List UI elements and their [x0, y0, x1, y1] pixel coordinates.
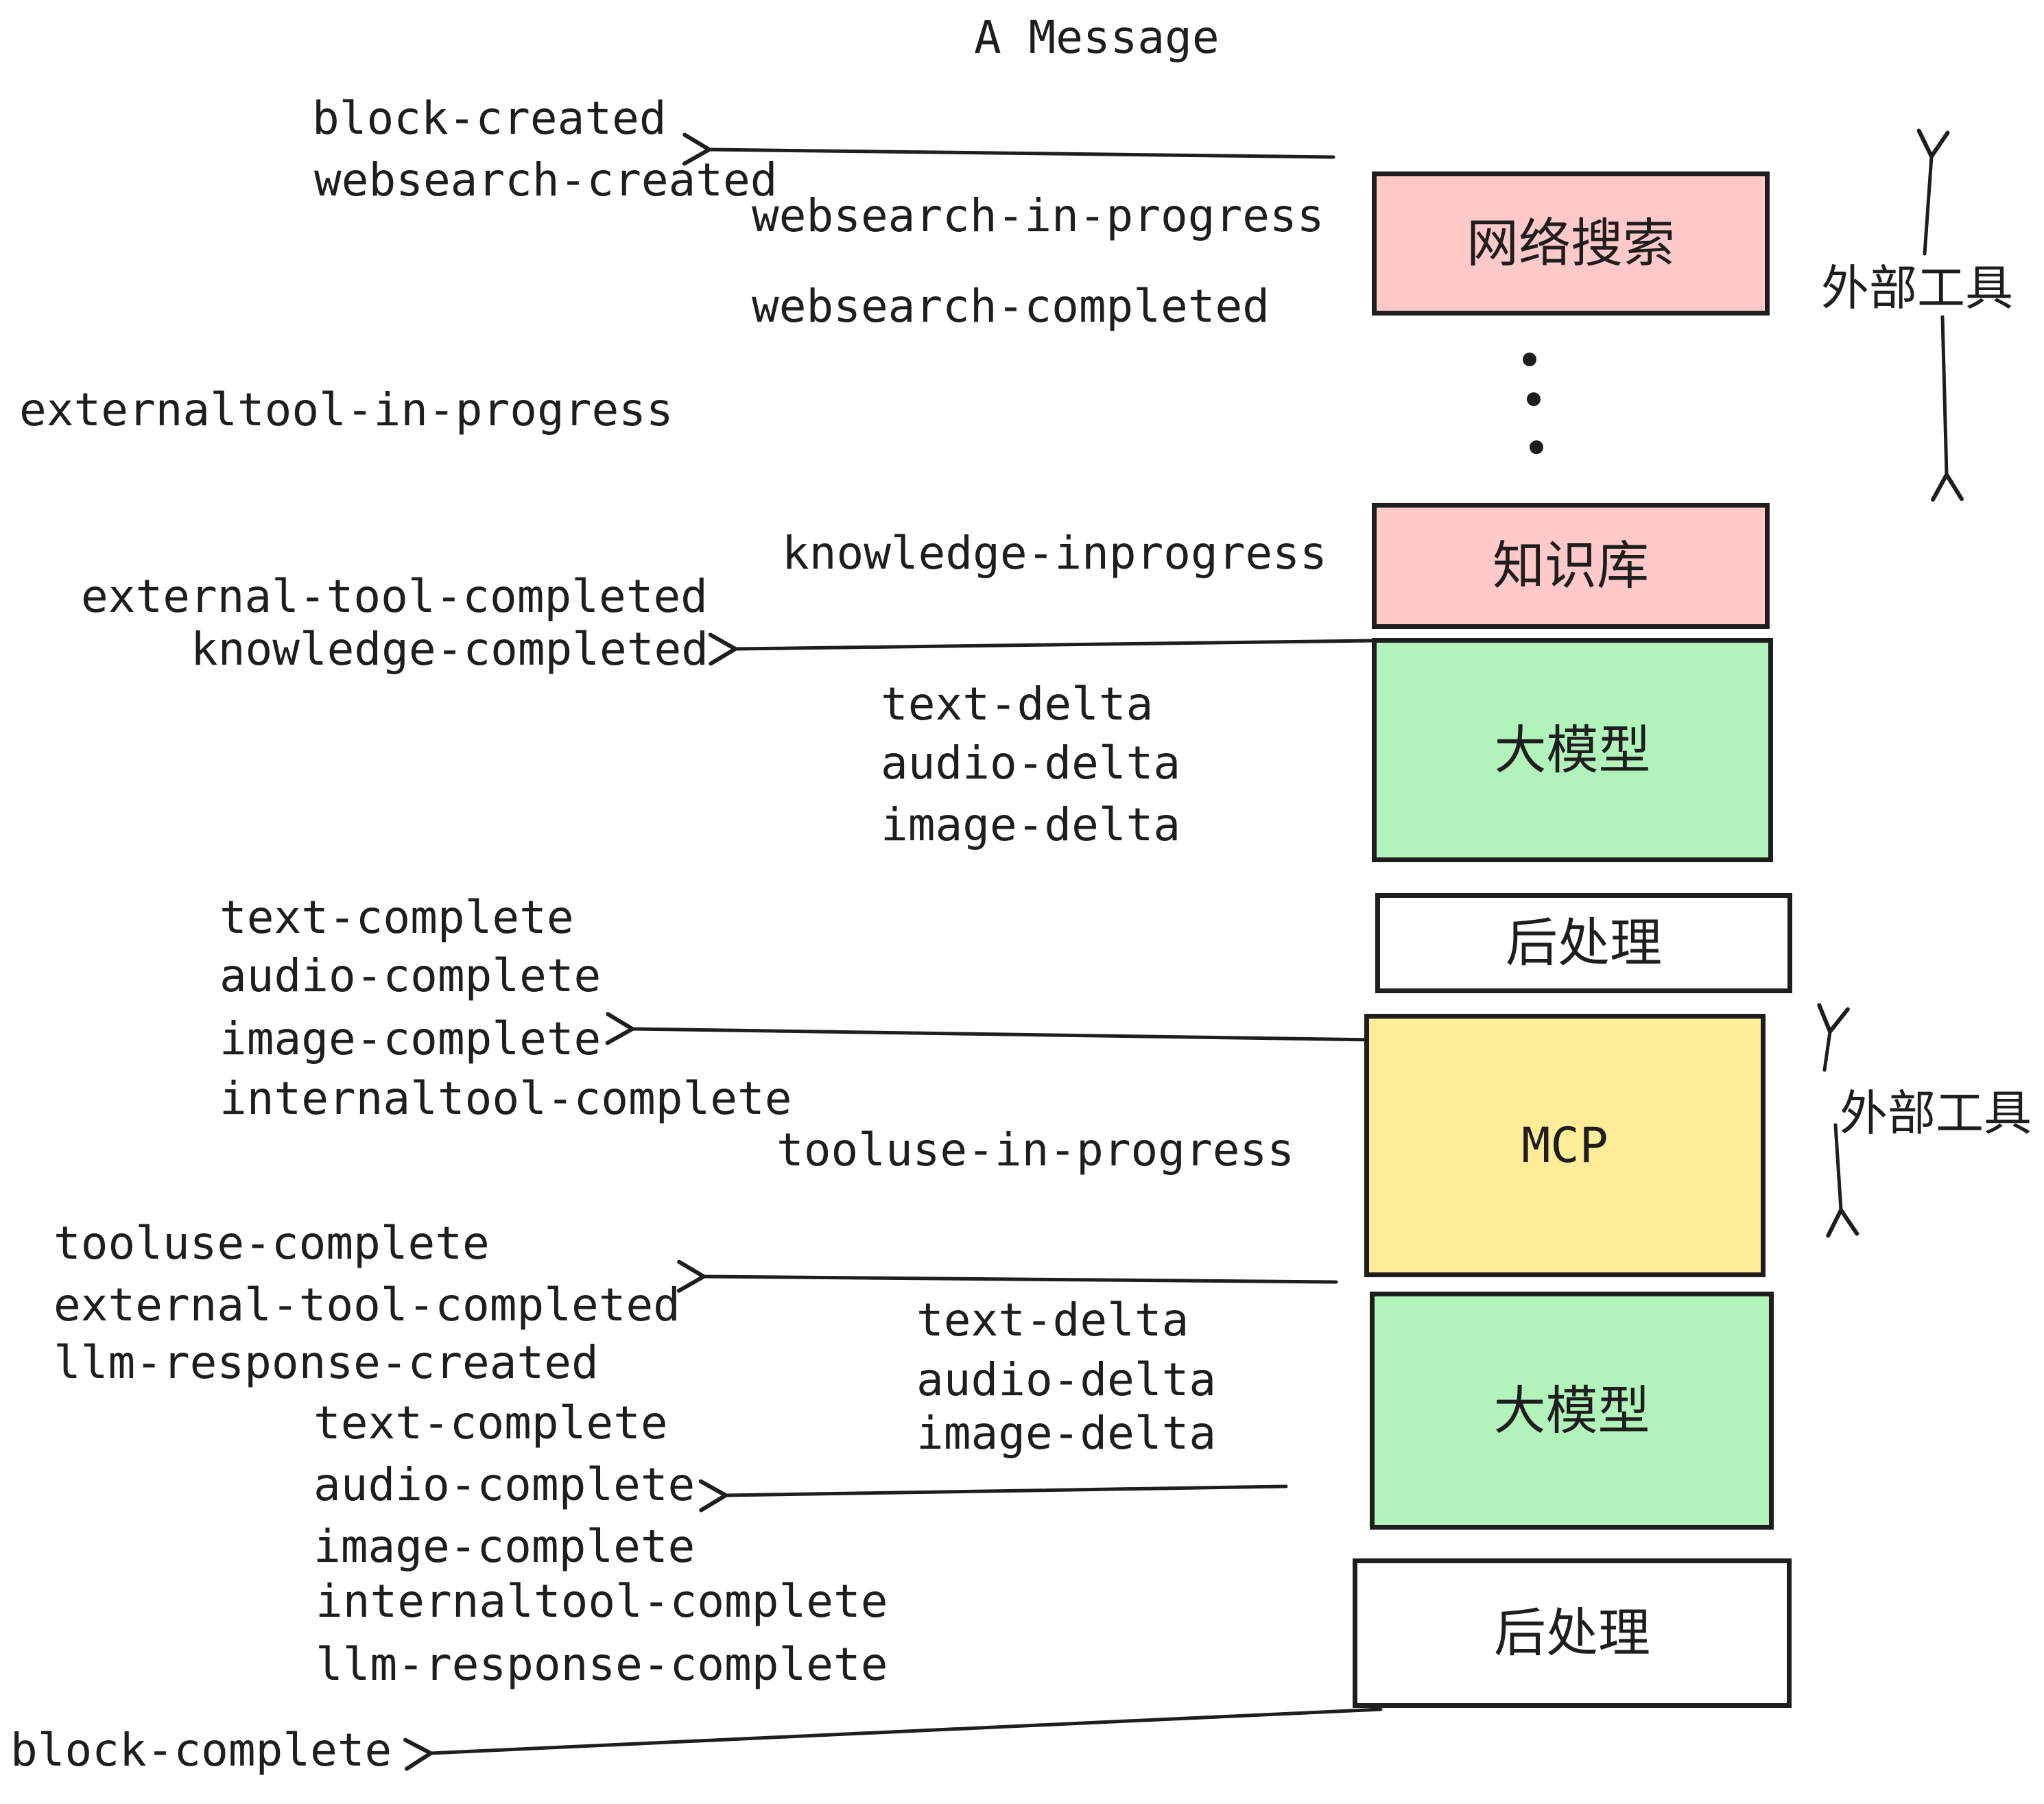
event-audio-complete-1: audio-complete: [219, 949, 602, 1002]
event-llm-response-created: llm-response-created: [54, 1336, 599, 1389]
event-image-delta-2: image-delta: [916, 1407, 1217, 1460]
event-internaltool-complete-1: internaltool-complete: [219, 1072, 792, 1125]
box-mcp-label: MCP: [1521, 1117, 1608, 1174]
box-mcp: MCP: [1364, 1014, 1766, 1277]
box-llm-2-label: 大模型: [1493, 1379, 1650, 1441]
box-websearch-label: 网络搜索: [1466, 213, 1675, 274]
box-postprocess-2: 后处理: [1353, 1558, 1792, 1708]
event-audio-delta-1: audio-delta: [881, 737, 1181, 790]
event-websearch-created: websearch-created: [314, 154, 778, 206]
box-postprocess-1-label: 后处理: [1506, 912, 1662, 973]
arrow-audio-complete: [698, 1479, 1288, 1512]
event-externaltool-in-progress: externaltool-in-progress: [19, 383, 674, 436]
event-block-created: block-created: [312, 92, 667, 145]
external-tools-label-1: 外部工具: [1821, 260, 2013, 316]
event-image-complete-2: image-complete: [313, 1520, 696, 1573]
event-knowledge-inprogress: knowledge-inprogress: [782, 527, 1327, 580]
box-postprocess-1: 后处理: [1375, 893, 1792, 993]
arrow-knowledge-completed: [708, 632, 1375, 666]
event-tooluse-complete: tooluse-complete: [54, 1217, 490, 1270]
event-audio-delta-2: audio-delta: [916, 1353, 1217, 1406]
event-external-tool-completed-1: external-tool-completed: [81, 570, 708, 623]
external-tools-label-2: 外部工具: [1840, 1085, 2032, 1141]
event-tooluse-in-progress: tooluse-in-progress: [776, 1124, 1294, 1176]
arrow-image-complete: [605, 1012, 1378, 1045]
box-llm-1-label: 大模型: [1494, 719, 1651, 781]
event-llm-response-complete: llm-response-complete: [316, 1638, 888, 1691]
box-postprocess-2-label: 后处理: [1494, 1602, 1650, 1663]
event-text-complete-1: text-complete: [219, 891, 574, 944]
event-audio-complete-2: audio-complete: [313, 1458, 696, 1511]
event-websearch-completed: websearch-completed: [752, 280, 1270, 333]
diagram-title: A Message: [974, 11, 1220, 64]
event-knowledge-completed: knowledge-completed: [191, 623, 709, 676]
arrow-external-tools-up-2: [1817, 1003, 1850, 1072]
event-text-delta-1: text-delta: [881, 678, 1154, 731]
arrow-websearch-created: [682, 132, 1335, 166]
ellipsis-dots: [1523, 353, 1543, 454]
event-image-delta-1: image-delta: [881, 798, 1181, 851]
event-websearch-in-progress: websearch-in-progress: [752, 189, 1324, 242]
event-text-complete-2: text-complete: [313, 1397, 668, 1449]
event-image-complete-1: image-complete: [219, 1012, 602, 1065]
event-internaltool-complete-2: internaltool-complete: [316, 1575, 888, 1628]
event-external-tool-completed-2: external-tool-completed: [54, 1279, 680, 1331]
arrow-tooluse-complete: [676, 1259, 1338, 1293]
box-llm-2: 大模型: [1370, 1292, 1774, 1530]
box-llm-1: 大模型: [1372, 638, 1773, 862]
event-text-delta-2: text-delta: [916, 1294, 1189, 1346]
arrow-external-tools-up-1: [1916, 128, 1950, 256]
box-websearch: 网络搜索: [1372, 171, 1770, 316]
event-block-complete: block-complete: [10, 1724, 392, 1777]
arrow-external-tools-down-1: [1930, 315, 1964, 502]
arrow-block-complete: [403, 1707, 1383, 1771]
box-knowledge-label: 知识库: [1493, 535, 1649, 596]
box-knowledge: 知识库: [1372, 503, 1770, 629]
